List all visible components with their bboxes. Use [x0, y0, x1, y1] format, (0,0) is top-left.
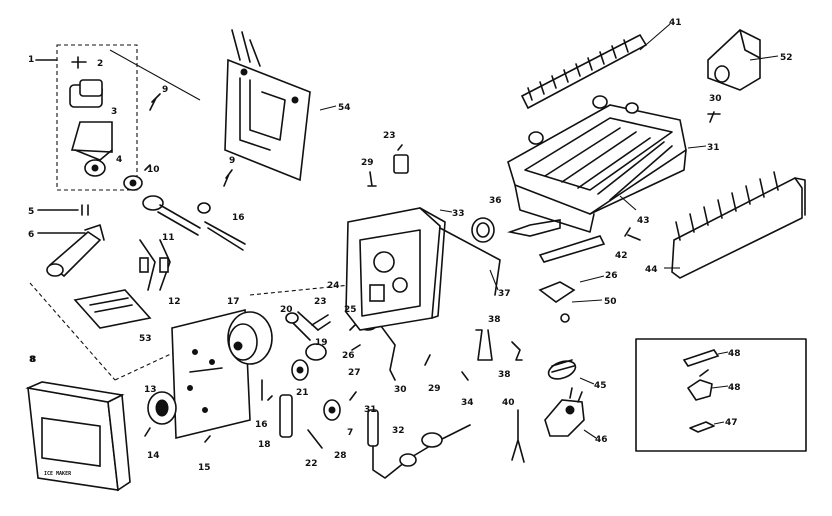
callout-7: 7	[347, 428, 353, 438]
screw-29-upper	[367, 171, 377, 187]
callout-30b: 30	[394, 385, 407, 395]
screw-9	[149, 93, 233, 187]
callout-11: 11	[162, 233, 175, 243]
callout-31b: 31	[364, 405, 377, 415]
callout-22: 22	[305, 459, 318, 469]
callout-10: 10	[147, 165, 160, 175]
screw-30	[707, 111, 721, 123]
callout-42: 42	[615, 251, 628, 261]
callout-14: 14	[147, 451, 160, 461]
callout-12: 12	[168, 297, 181, 307]
heater-plate	[224, 29, 311, 182]
dashed-guide-lines	[29, 282, 351, 381]
callout-30a: 30	[709, 94, 722, 104]
screw-14	[144, 427, 151, 437]
callout-2: 2	[97, 59, 103, 69]
callout-53: 53	[139, 334, 152, 344]
callout-38a: 38	[488, 315, 501, 325]
callout-26: 26	[342, 351, 355, 361]
ejector-shaft	[506, 219, 641, 263]
heater-wire	[367, 409, 471, 479]
callout-25: 25	[344, 305, 357, 315]
callout-8b: 8	[29, 355, 35, 365]
callouts: 1 2 3 4 5 6 7 8 9 9 10 11 12 13 14 15 16…	[28, 18, 793, 473]
callout-21: 21	[296, 388, 309, 398]
callout-29a: 29	[361, 158, 374, 168]
screw-29	[424, 354, 431, 366]
part-1-valve-assembly	[35, 44, 138, 191]
stripper-44	[671, 171, 806, 279]
callout-24: 24	[327, 281, 340, 291]
callout-18: 18	[258, 440, 271, 450]
bracket-52	[707, 29, 761, 91]
callout-28: 28	[334, 451, 347, 461]
callout-1: 1	[28, 55, 34, 65]
motor-17	[227, 311, 273, 365]
screw-15	[204, 435, 211, 443]
callout-19: 19	[315, 338, 328, 348]
wire-16	[197, 202, 246, 251]
callout-37: 37	[498, 289, 511, 299]
callout-31: 31	[707, 143, 720, 153]
callout-38b: 38	[498, 370, 511, 380]
gear-13	[147, 391, 177, 425]
callout-48b: 48	[728, 383, 741, 393]
front-cover-label: ICE MAKER	[44, 471, 72, 477]
shutoff-arm-38	[475, 329, 523, 361]
callout-41: 41	[669, 18, 682, 28]
fill-tube	[123, 164, 201, 236]
callout-5: 5	[28, 207, 34, 217]
part-45	[547, 359, 577, 380]
callout-45: 45	[594, 381, 607, 391]
part-46-valve	[544, 387, 585, 437]
callout-29b: 29	[428, 384, 441, 394]
switch-parts	[261, 311, 341, 449]
part-26	[538, 281, 576, 323]
callout-16b: 16	[232, 213, 245, 223]
callout-33: 33	[452, 209, 465, 219]
callout-16: 16	[255, 420, 268, 430]
part-8-front-cover: ICE MAKER	[25, 381, 131, 492]
part-23-clip	[393, 144, 409, 174]
callout-32: 32	[392, 426, 405, 436]
screw-34	[461, 371, 469, 381]
water-tube-assembly	[37, 204, 105, 278]
callout-26b: 26	[605, 271, 618, 281]
callout-15: 15	[198, 463, 211, 473]
callout-27: 27	[348, 368, 361, 378]
callout-8: 8	[30, 355, 36, 365]
callout-17: 17	[227, 297, 240, 307]
wiring-harness	[73, 239, 171, 329]
callout-48a: 48	[728, 349, 741, 359]
callout-43: 43	[637, 216, 650, 226]
inset-box	[635, 338, 807, 452]
callout-34: 34	[461, 398, 474, 408]
callout-47: 47	[725, 418, 738, 428]
callout-13: 13	[144, 385, 157, 395]
leader-lines	[109, 23, 779, 439]
callout-9a: 9	[162, 85, 168, 95]
ring-36	[471, 217, 495, 243]
ejector-blades-41	[520, 33, 648, 110]
callout-20: 20	[280, 305, 293, 315]
callout-36: 36	[489, 196, 502, 206]
callout-3: 3	[111, 107, 117, 117]
motor-housing-33	[345, 207, 501, 331]
callout-40: 40	[502, 398, 515, 408]
callout-6: 6	[28, 230, 34, 240]
callout-23a: 23	[383, 131, 396, 141]
wire-40	[511, 409, 525, 463]
callout-44: 44	[645, 265, 658, 275]
callout-54: 54	[338, 103, 351, 113]
callout-4: 4	[116, 155, 122, 165]
callout-46: 46	[595, 435, 608, 445]
ice-mold-51	[507, 95, 687, 233]
callout-23b: 23	[314, 297, 327, 307]
callout-52: 52	[780, 53, 793, 63]
callout-9b: 9	[229, 156, 235, 166]
callout-50: 50	[604, 297, 617, 307]
